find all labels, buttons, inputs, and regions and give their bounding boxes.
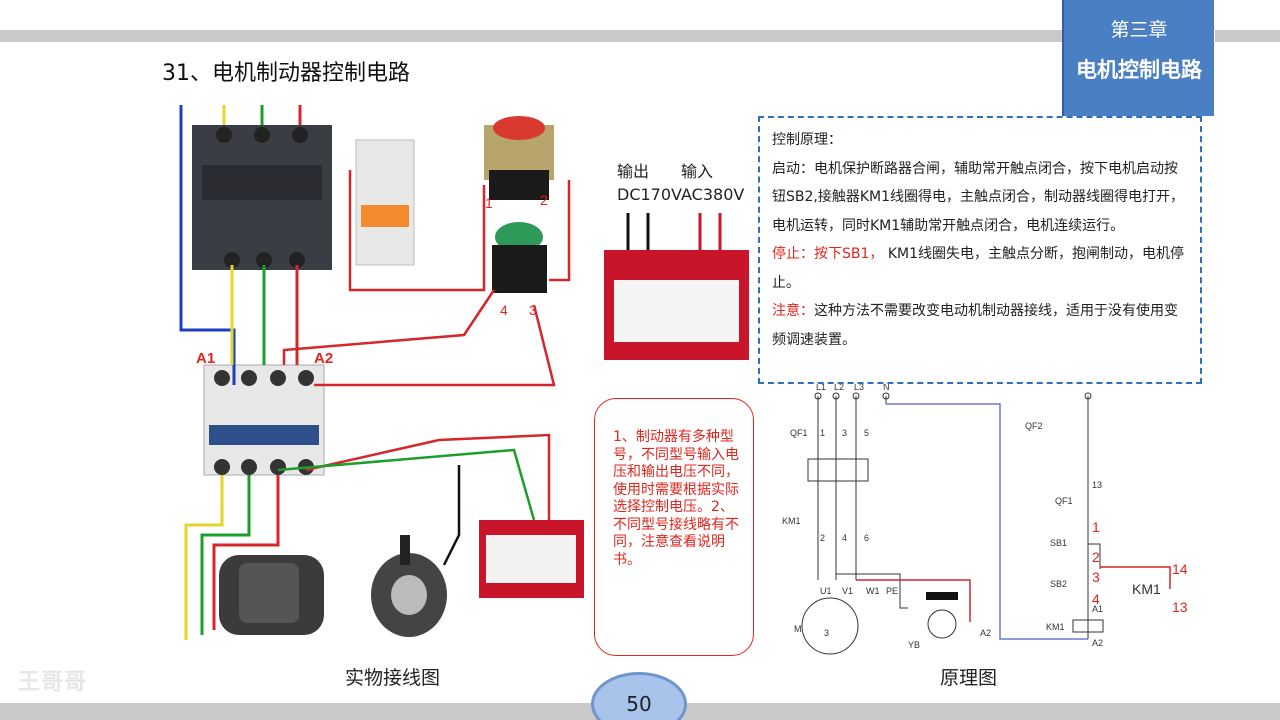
sch-km1: KM1 — [782, 516, 801, 526]
sch-w1: W1 — [866, 586, 880, 596]
sch-r4: 4 — [1092, 591, 1100, 607]
page-number: 50 — [626, 692, 652, 716]
sch-r2: 2 — [1092, 549, 1100, 565]
sch-qf1b: QF1 — [1055, 496, 1073, 506]
schematic-caption: 原理图 — [940, 667, 998, 689]
sch-km1-coil: KM1 — [1046, 622, 1065, 632]
start-button — [495, 222, 543, 252]
sch-l1: L1 — [816, 384, 826, 392]
rectifier-header: 输出 输入 DC170VAC380V — [617, 160, 744, 206]
sch-r1: 1 — [1092, 519, 1100, 535]
sch-r14: 14 — [1172, 561, 1188, 577]
label-pb3: 3 — [529, 302, 537, 318]
sch-n: N — [883, 384, 890, 392]
sch-qf2: QF2 — [1025, 421, 1043, 431]
sch-l3: L3 — [854, 384, 864, 392]
sch-a1: A1 — [1092, 604, 1103, 614]
sch-n1: 1 — [820, 428, 825, 438]
sch-n5: 5 — [864, 428, 869, 438]
principle-note: 注意：这种方法不需要改变电动机制动器接线，适用于没有使用变频调速装置。 — [772, 297, 1188, 354]
wiring-photo-caption: 实物接线图 — [345, 667, 441, 689]
rectifier-unit — [604, 213, 749, 360]
page-title: 31、电机制动器控制电路 — [162, 61, 410, 86]
chapter-number: 第三章 — [1110, 19, 1168, 41]
input-label: 输入 — [681, 162, 714, 181]
principle-note-red: 注意： — [772, 303, 814, 319]
principle-note-text: 这种方法不需要改变电动机制动器接线，适用于没有使用变频调速装置。 — [772, 303, 1178, 348]
top-stripe — [0, 30, 1065, 42]
wiring-photo: A1 A2 1 2 4 3 — [154, 95, 594, 655]
sch-l2: L2 — [834, 384, 844, 392]
sch-n3: 3 — [842, 428, 847, 438]
sch-sb2: SB2 — [1050, 579, 1067, 589]
principle-stop: 停止：按下SB1， KM1线圈失电，主触点分断，抱闸制动，电机停止。 — [772, 240, 1188, 297]
sch-n2: 2 — [820, 533, 825, 543]
label-a2: A2 — [314, 350, 333, 367]
sch-r13: 13 — [1172, 599, 1188, 615]
sch-n4: 4 — [842, 533, 847, 543]
sch-km1-aux: KM1 — [1132, 581, 1161, 597]
sch-sb1: SB1 — [1050, 538, 1067, 548]
principle-start: 启动：电机保护断路器合闸，辅助常开触点闭合，按下电机启动按钮SB2,接触器KM1… — [772, 160, 1185, 234]
principle-stop-text: KM1线圈失电，主触点分断，抱闸制动，电机停止。 — [772, 246, 1185, 291]
sch-u1: U1 — [820, 586, 832, 596]
watermark-logo: 王哥哥 — [18, 670, 88, 695]
label-a1: A1 — [196, 350, 215, 367]
sch-v1: V1 — [842, 586, 853, 596]
sch-pe: PE — [886, 586, 898, 596]
wiring-photo-drawing: A1 A2 1 2 4 3 — [179, 105, 584, 640]
schematic-diagram: L1 L2 L3 N QF1 QF2 KM1 QF1 SB1 SB2 KM1 K… — [770, 384, 1190, 664]
sch-n6: 6 — [864, 533, 869, 543]
label-pb2: 2 — [540, 192, 548, 208]
page-number-badge — [591, 672, 687, 720]
output-label: 输出 — [617, 162, 650, 181]
sch-a2b: A2 — [1092, 638, 1103, 648]
auxiliary-switch — [355, 139, 415, 266]
principle-heading: 控制原理： — [772, 132, 842, 148]
sch-m3: 3 — [824, 628, 829, 638]
sch-a2: A2 — [980, 628, 991, 638]
input-voltage: AC380V — [681, 185, 745, 204]
label-pb4: 4 — [500, 302, 508, 318]
sch-n13: 13 — [1092, 480, 1102, 490]
chapter-title: 电机控制电路 — [1076, 58, 1202, 82]
chapter-tab: 第三章 电机控制电路 — [1062, 0, 1214, 116]
control-principle-box: 控制原理： 启动：电机保护断路器合闸，辅助常开触点闭合，按下电机启动按钮SB2,… — [758, 116, 1202, 384]
sch-r3: 3 — [1092, 569, 1100, 585]
label-pb1: 1 — [485, 195, 493, 211]
note-bubble: 1、制动器有多种型号，不同型号输入电压和输出电压不同，使用时需要根据实际选择控制… — [594, 398, 754, 656]
top-stripe-right — [1215, 30, 1280, 42]
sch-yb: YB — [908, 640, 920, 650]
principle-stop-red: 停止：按下SB1， — [772, 246, 884, 262]
sch-qf1: QF1 — [790, 428, 808, 438]
sch-m: M — [794, 624, 802, 634]
output-voltage: DC170V — [617, 185, 682, 204]
